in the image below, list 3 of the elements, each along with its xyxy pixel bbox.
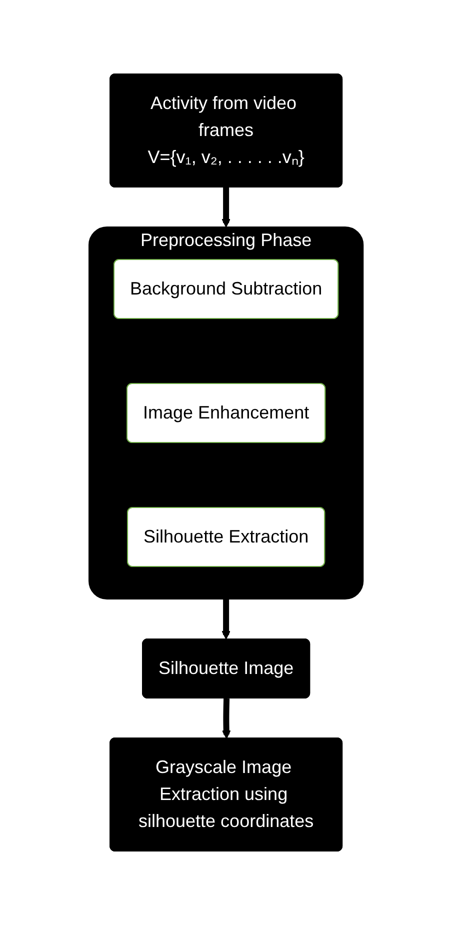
arrow	[222, 187, 231, 228]
arrow	[222, 698, 232, 739]
arrow	[222, 599, 231, 640]
